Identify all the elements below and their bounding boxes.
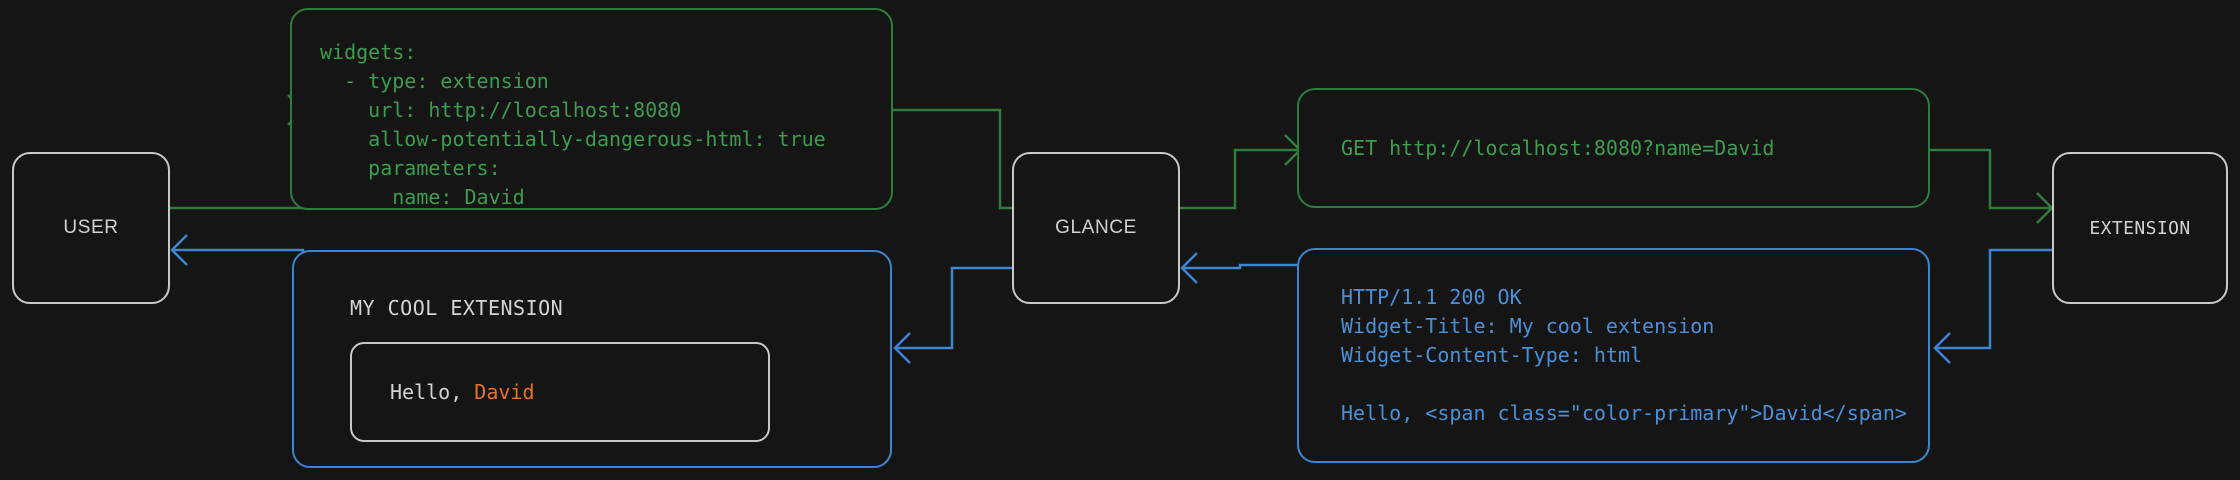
widget-preview-title: MY COOL EXTENSION	[350, 296, 564, 320]
node-glance-label: GLANCE	[1055, 217, 1137, 238]
node-http-request[interactable]: GET http://localhost:8080?name=David	[1297, 88, 1930, 208]
node-user[interactable]: USER	[12, 152, 170, 304]
node-glance[interactable]: GLANCE	[1012, 152, 1180, 304]
edge-glance-to-request	[1180, 134, 1302, 210]
edge-request-to-extension	[1930, 148, 2054, 224]
http-request-text: GET http://localhost:8080?name=David	[1341, 135, 1775, 160]
node-extension-label: EXTENSION	[2089, 217, 2191, 239]
edge-response-to-glance	[1180, 252, 1300, 284]
edge-widget-to-user	[170, 234, 305, 442]
node-extension[interactable]: EXTENSION	[2052, 152, 2228, 304]
widget-preview-greeting: Hello,	[390, 380, 475, 404]
edge-user-to-config	[170, 94, 305, 210]
edge-extension-to-response	[1933, 248, 2052, 364]
node-widget-preview[interactable]: MY COOL EXTENSION Hello, David	[292, 250, 892, 468]
config-yaml-text: widgets: - type: extension url: http://l…	[320, 40, 826, 209]
node-user-label: USER	[63, 217, 119, 238]
node-http-response[interactable]: HTTP/1.1 200 OK Widget-Title: My cool ex…	[1297, 248, 1930, 463]
http-response-text: HTTP/1.1 200 OK Widget-Title: My cool ex…	[1341, 285, 1907, 425]
widget-preview-name: David	[474, 380, 535, 404]
widget-preview-body: Hello, David	[350, 342, 770, 442]
node-config-yaml[interactable]: widgets: - type: extension url: http://l…	[290, 8, 893, 210]
